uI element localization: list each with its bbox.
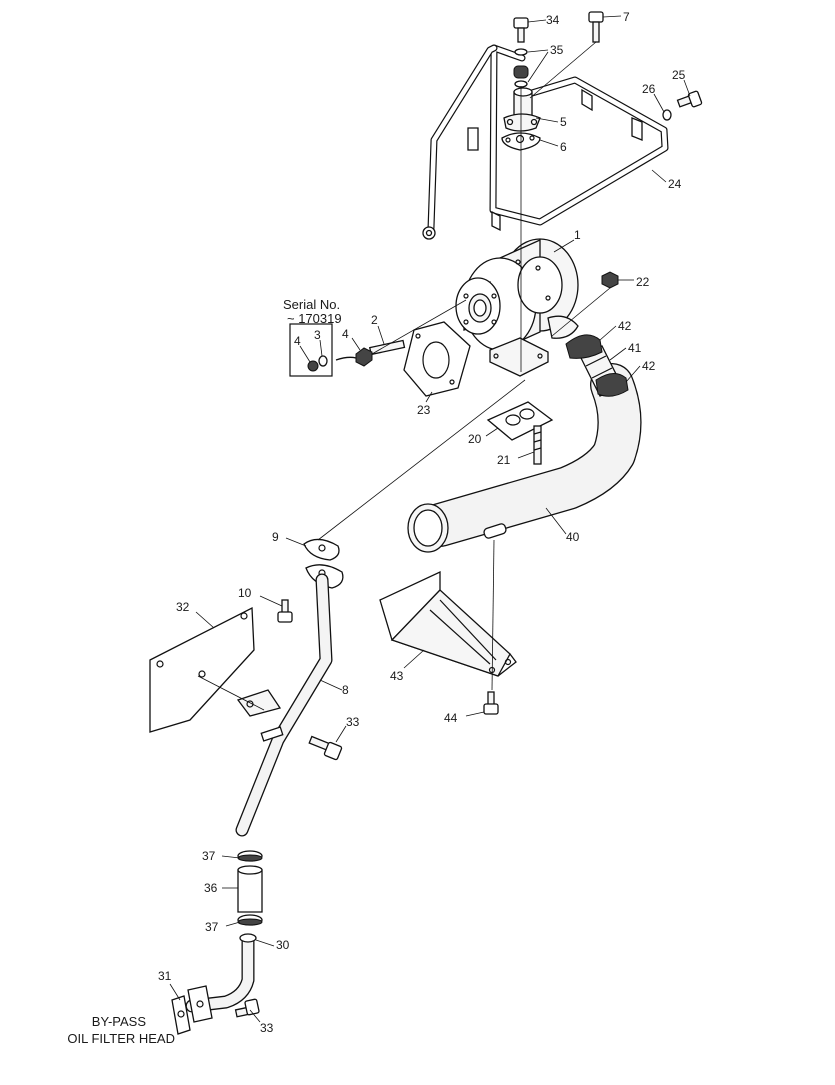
label-10: 10: [238, 586, 252, 600]
bolt-25: [662, 90, 703, 121]
gasket-23: [403, 321, 471, 397]
gasket-31: [171, 985, 213, 1035]
serial-number-range: ~ 170319: [287, 311, 342, 326]
label-37-lower: 37: [205, 920, 219, 934]
serial-detail-box: [289, 323, 357, 377]
gasket-9: [303, 538, 340, 561]
clamp-37-lower: [237, 914, 263, 926]
hose-36: [237, 865, 263, 913]
label-42-upper: 42: [618, 319, 632, 333]
turbocharger-1: [455, 238, 579, 377]
label-42-lower: 42: [642, 359, 656, 373]
oil-adapter-5: [503, 87, 541, 132]
gasket-20: [486, 401, 554, 441]
label-9: 9: [272, 530, 279, 544]
label-43: 43: [390, 669, 404, 683]
label-24: 24: [668, 177, 682, 191]
stud-21: [533, 425, 542, 465]
bolt-7: [588, 11, 604, 43]
label-32: 32: [176, 600, 190, 614]
label-4-main: 4: [342, 327, 349, 341]
label-leaders: [169, 15, 691, 1023]
label-26: 26: [642, 82, 656, 96]
tube-30: [185, 933, 257, 1013]
bolt-33-lower: [234, 998, 260, 1018]
serial-number-label: Serial No.: [283, 297, 340, 312]
bolt-10: [277, 599, 293, 623]
clamp-42-upper: [565, 334, 603, 359]
label-23: 23: [417, 403, 431, 417]
label-34: 34: [546, 13, 560, 27]
label-8: 8: [342, 683, 349, 697]
bolt-33-upper: [308, 735, 343, 761]
label-41: 41: [628, 341, 642, 355]
nut-22: [601, 271, 619, 289]
label-31: 31: [158, 969, 172, 983]
label-33-lower: 33: [260, 1021, 274, 1035]
label-4-box: 4: [294, 334, 301, 348]
drain-tube-8: [235, 564, 344, 837]
oil-feed-line: [422, 44, 669, 240]
label-1: 1: [574, 228, 581, 242]
label-44: 44: [444, 711, 458, 725]
alignment-lines: [197, 41, 611, 711]
bypass-label: BY-PASS: [92, 1014, 147, 1029]
label-20: 20: [468, 432, 482, 446]
intake-pipe-40: [407, 363, 642, 553]
label-37-upper: 37: [202, 849, 216, 863]
oil-filter-head-label: OIL FILTER HEAD: [67, 1031, 175, 1046]
banjo-bolt-34: [513, 17, 529, 88]
label-33-upper: 33: [346, 715, 360, 729]
label-3: 3: [314, 328, 321, 342]
label-7: 7: [623, 10, 630, 24]
nut-4: [355, 347, 373, 367]
label-35: 35: [550, 43, 564, 57]
label-2: 2: [371, 313, 378, 327]
part-labels: 34 7 35 25 26 5 6 24 1 22 42 41 42 2 4 3…: [67, 10, 685, 1046]
clamp-37-upper: [237, 850, 263, 862]
label-30: 30: [276, 938, 290, 952]
support-bracket-43: [379, 570, 517, 677]
label-40: 40: [566, 530, 580, 544]
label-5: 5: [560, 115, 567, 129]
label-6: 6: [560, 140, 567, 154]
bracket-32: [149, 606, 282, 733]
label-25: 25: [672, 68, 686, 82]
bolt-44: [483, 691, 499, 715]
clamp-42-lower: [595, 373, 629, 397]
label-21: 21: [497, 453, 511, 467]
label-36: 36: [204, 881, 218, 895]
label-22: 22: [636, 275, 650, 289]
